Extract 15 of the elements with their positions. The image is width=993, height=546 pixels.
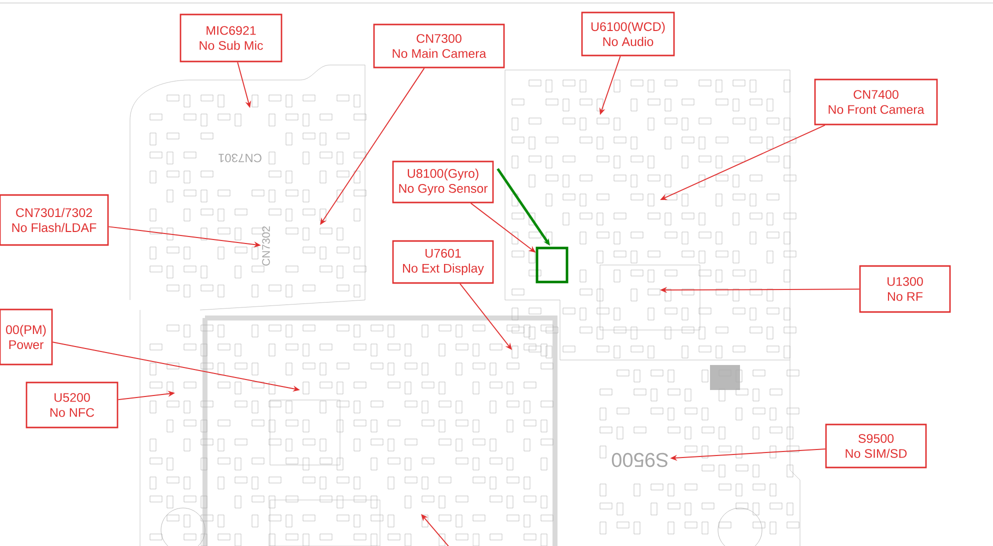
highlight-box [536,246,568,284]
callout-box: U7601 No Ext Display [392,240,494,284]
callout-box: S9500 No SIM/SD [825,424,927,468]
callout-box: CN7400 No Front Camera [814,78,938,126]
callout-box: 00(PM) Power [0,308,53,366]
board-label: CN7302 [262,226,270,266]
board-label: S9500 [612,452,668,468]
callout-box: U6100(WCD) No Audio [581,12,675,56]
callout-box: CN7300 No Main Camera [373,24,505,68]
callout-box: U8100(Gyro) No Gyro Sensor [392,160,494,204]
callout-box: MIC6921 No Sub Mic [180,14,282,62]
callout-box: CN7301/7302 No Flash/LDAF [0,194,109,246]
board-label: CN7301 [218,154,262,162]
callout-box: U5200 No NFC [26,382,118,428]
callout-box: U1300 No RF [859,265,951,313]
